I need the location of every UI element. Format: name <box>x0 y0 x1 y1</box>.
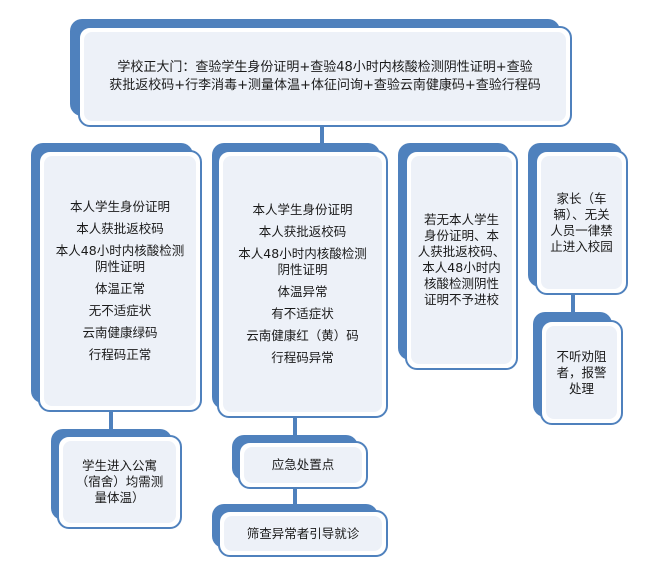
emergency-label: 应急处置点 <box>271 457 335 472</box>
abnormal-entry-box: 本人学生身份证明 本人获批返校码 本人48小时内核酸检测 阴性证明 体温异常 有… <box>217 150 388 418</box>
normal-line: 阴性证明 <box>94 259 145 274</box>
abnormal-line: 本人学生身份证明 <box>252 202 353 217</box>
normal-line: 云南健康绿码 <box>82 325 158 340</box>
connector-abnormal-emergency <box>293 416 297 436</box>
normal-line: 体温正常 <box>94 281 145 296</box>
normal-entry-box: 本人学生身份证明 本人获批返校码 本人48小时内核酸检测 阴性证明 体温正常 无… <box>38 150 202 412</box>
parents-line: 辆）、无关 <box>553 206 610 222</box>
denied-line: 身份证明、本 <box>423 228 499 243</box>
connector-normal-dorm <box>109 410 113 430</box>
dorm-line: （宿舍）均需测 <box>75 474 164 489</box>
normal-line: 本人获批返校码 <box>76 221 164 236</box>
parents-prohibited-box: 家长（车 辆）、无关 人员一律禁 止进入校园 <box>535 150 628 295</box>
police-line: 处理 <box>568 380 594 396</box>
dorm-box: 学生进入公寓 （宿舍）均需测 量体温） <box>57 435 182 529</box>
police-line: 不听劝阻 <box>556 348 607 364</box>
abnormal-line: 本人获批返校码 <box>258 224 347 239</box>
abnormal-line: 体温异常 <box>277 284 328 299</box>
abnormal-line: 阴性证明 <box>277 262 328 277</box>
police-report-box: 不听劝阻 者，报警 处理 <box>540 320 623 425</box>
abnormal-line: 行程码异常 <box>271 350 334 365</box>
denied-line: 证明不予进校 <box>423 292 499 307</box>
abnormal-line: 有不适症状 <box>271 306 334 321</box>
connector-parents-police <box>571 293 575 313</box>
normal-line: 行程码正常 <box>88 347 152 362</box>
top-line-1: 学校正大门：查验学生身份证明+查验48小时内核酸检测阴性证明+查验 <box>117 59 533 75</box>
screening-box: 筛查异常者引导就诊 <box>218 510 388 557</box>
denied-line: 本人48小时内 <box>422 260 501 275</box>
abnormal-line: 本人48小时内核酸检测 <box>238 246 367 261</box>
top-line-2: 获批返校码+行李消毒+测量体温+体征问询+查验云南健康码+查验行程码 <box>109 77 541 93</box>
dorm-line: 学生进入公寓 <box>81 458 157 473</box>
denied-entry-box: 若无本人学生 身份证明、本 人获批返校码、 本人48小时内 核酸检测阴性 证明不… <box>405 150 518 370</box>
parents-line: 家长（车 <box>556 190 607 206</box>
denied-line: 核酸检测阴性 <box>423 276 499 291</box>
normal-line: 本人学生身份证明 <box>69 199 170 214</box>
connector-emergency-screening <box>293 487 297 505</box>
denied-line: 人获批返校码、 <box>417 244 506 259</box>
normal-line: 本人48小时内核酸检测 <box>55 243 185 258</box>
normal-line: 无不适症状 <box>88 303 152 318</box>
abnormal-line: 云南健康红（黄）码 <box>246 328 359 343</box>
parents-line: 止进入校园 <box>550 238 613 254</box>
dorm-line: 量体温） <box>94 490 145 505</box>
denied-line: 若无本人学生 <box>423 212 499 227</box>
top-gate-box: 学校正大门：查验学生身份证明+查验48小时内核酸检测阴性证明+查验 获批返校码+… <box>78 26 572 127</box>
screening-label: 筛查异常者引导就诊 <box>246 525 360 541</box>
police-line: 者，报警 <box>556 364 607 380</box>
parents-line: 人员一律禁 <box>550 222 613 238</box>
emergency-point-box: 应急处置点 <box>238 441 368 489</box>
connector-top <box>320 125 324 145</box>
